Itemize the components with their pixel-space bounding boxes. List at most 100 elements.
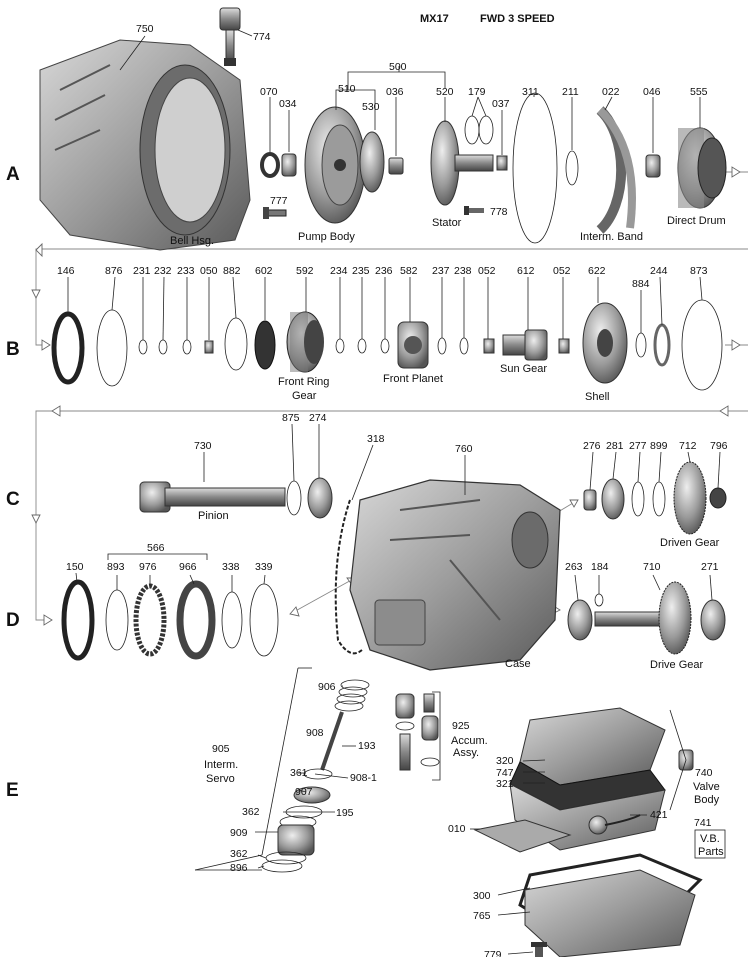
part-number-label: 300 — [473, 890, 491, 902]
part-number-label: 036 — [386, 86, 404, 98]
part-237 — [437, 337, 447, 355]
part-966-piston — [176, 580, 216, 660]
part-number-label: 146 — [57, 265, 75, 277]
part-592-front-ring-gear — [286, 311, 324, 373]
part-number-label: 778 — [490, 206, 508, 218]
part-number-label: 037 — [492, 98, 510, 110]
part-number-label: 779 — [484, 949, 502, 957]
part-number-label: 339 — [255, 561, 273, 573]
part-234 — [335, 338, 345, 354]
part-231 — [138, 339, 148, 355]
part-612-sun-gear — [502, 329, 548, 361]
part-number-label: 022 — [602, 86, 620, 98]
part-number-label: 876 — [105, 265, 123, 277]
part-582-front-planet — [397, 321, 429, 369]
part-602 — [254, 320, 276, 370]
part-277 — [631, 481, 645, 517]
part-520-stator — [430, 120, 494, 206]
part-number-label: 338 — [222, 561, 240, 573]
part-number-label: 966 — [179, 561, 197, 573]
part-number-label: 281 — [606, 440, 624, 452]
part-046 — [645, 154, 661, 178]
part-750-bell-housing — [39, 39, 251, 251]
part-number-label: 052 — [478, 265, 496, 277]
part-number-label: 909 — [230, 827, 248, 839]
caption-sun: Sun Gear — [500, 363, 547, 375]
part-number-label: 602 — [255, 265, 273, 277]
caption-shell: Shell — [585, 391, 609, 403]
caption-vb1: Valve — [693, 781, 720, 793]
part-899 — [652, 481, 666, 517]
part-238 — [459, 337, 469, 355]
flow-path — [31, 166, 748, 626]
part-730-pinion — [139, 481, 286, 513]
part-244 — [653, 323, 671, 367]
caption-stator: Stator — [432, 217, 462, 229]
part-number-label: 320 — [496, 755, 514, 767]
part-number-label: 875 — [282, 412, 300, 424]
part-number-label: 592 — [296, 265, 314, 277]
part-number-label: 070 — [260, 86, 278, 98]
part-number-label: 760 — [455, 443, 473, 455]
part-number-label: 179 — [468, 86, 486, 98]
part-034 — [281, 153, 297, 177]
part-number-label: 925 — [452, 720, 470, 732]
part-number-label: 034 — [279, 98, 297, 110]
row-label-d: D — [6, 610, 20, 631]
part-number-label: 195 — [336, 807, 354, 819]
part-036 — [388, 157, 404, 175]
part-271-bearing — [700, 599, 726, 641]
part-number-label: 421 — [650, 809, 668, 821]
part-number-label: 362 — [230, 848, 248, 860]
part-number-label: 882 — [223, 265, 241, 277]
part-211-ring — [565, 150, 579, 186]
row-label-e: E — [6, 780, 19, 801]
caption-servo2: Servo — [206, 773, 235, 785]
part-number-label: 730 — [194, 440, 212, 452]
part-number-label: 277 — [629, 440, 647, 452]
part-number-label: 741 — [694, 817, 712, 829]
part-421-solenoid — [588, 814, 641, 835]
part-number-label: 893 — [107, 561, 125, 573]
part-number-label: 873 — [690, 265, 708, 277]
part-number-label: 184 — [591, 561, 609, 573]
part-number-label: 271 — [701, 561, 719, 573]
part-number-label: 052 — [553, 265, 571, 277]
part-555-direct-drum — [677, 127, 727, 209]
part-873-oring — [681, 299, 723, 391]
part-number-label: 276 — [583, 440, 601, 452]
part-number-label: 046 — [643, 86, 661, 98]
part-number-label: 318 — [367, 433, 385, 445]
part-number-label: 234 — [330, 265, 348, 277]
part-number-label: 244 — [650, 265, 668, 277]
part-number-label: 906 — [318, 681, 336, 693]
part-number-label: 712 — [679, 440, 697, 452]
part-number-label: 050 — [200, 265, 218, 277]
part-number-label: 612 — [517, 265, 535, 277]
part-338-ring — [221, 591, 243, 649]
part-number-label: 907 — [295, 786, 313, 798]
part-179-ring — [464, 115, 480, 145]
part-070 — [260, 152, 280, 178]
part-number-label: 237 — [432, 265, 450, 277]
part-number-label: 750 — [136, 23, 154, 35]
part-number-label: 896 — [230, 862, 248, 874]
part-777-bolt — [263, 207, 287, 219]
part-number-label: 193 — [358, 740, 376, 752]
part-052-b — [558, 338, 570, 354]
part-052 — [483, 338, 495, 354]
part-number-label: 899 — [650, 440, 668, 452]
part-276 — [583, 489, 597, 511]
part-number-label: 238 — [454, 265, 472, 277]
part-712-driven-gear — [673, 461, 707, 535]
caption-driven: Driven Gear — [660, 537, 720, 549]
part-number-label: 908 — [306, 727, 324, 739]
caption-bell: Bell Hsg. — [170, 235, 214, 247]
part-281-bearing — [601, 478, 625, 520]
part-number-label: 236 — [375, 265, 393, 277]
row-label-c: C — [6, 489, 20, 510]
part-150-plate — [61, 579, 95, 661]
part-875 — [286, 480, 302, 516]
